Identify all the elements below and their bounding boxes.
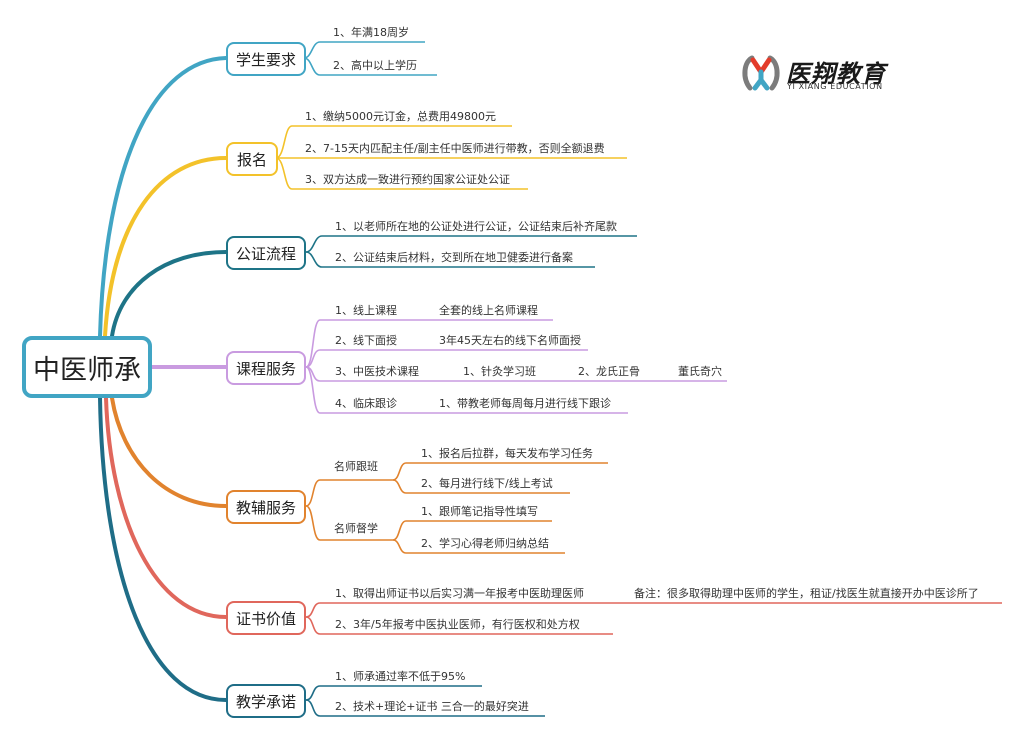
leaf-offline-course-detail: 3年45天左右的线下名师面授 [439, 334, 581, 347]
branch-certificate-value[interactable]: 证书价值 [226, 601, 306, 635]
leaf-notes-guidance: 1、跟师笔记指导性填写 [421, 505, 538, 518]
leaf-notary-appointment: 3、双方达成一致进行预约国家公证处公证 [305, 173, 510, 186]
leaf-match-teacher: 2、7-15天内匹配主任/副主任中医师进行带教，否则全额退费 [305, 142, 605, 155]
leaf-licensed-exam: 2、3年/5年报考中医执业医师，有行医权和处方权 [335, 618, 580, 631]
leaf-assistant-exam: 1、取得出师证书以后实习满一年报考中医助理医师 [335, 587, 584, 600]
leaf-bone-setting: 2、龙氏正骨 [578, 365, 640, 378]
leaf-clinical-followup-detail: 1、带教老师每周每月进行线下跟诊 [439, 397, 611, 410]
leaf-clinical-followup: 4、临床跟诊 [335, 397, 397, 410]
trunk-jiaofu [110, 396, 228, 508]
logo-subtitle: YI XIANG EDUCATION [787, 82, 883, 91]
sub-branch-mentor-supervision: 名师督学 [334, 522, 378, 535]
branch-notarization[interactable]: 公证流程 [226, 236, 306, 270]
leaf-offline-course: 2、线下面授 [335, 334, 397, 347]
trunk-xuesheng [98, 56, 228, 338]
logo-name: 医翔教育 [786, 60, 886, 88]
leaf-three-in-one: 2、技术+理论+证书 三合一的最好突进 [335, 700, 529, 713]
leaf-deposit: 1、缴纳5000元订金，总费用49800元 [305, 110, 496, 123]
branch-tutoring-services[interactable]: 教辅服务 [226, 490, 306, 524]
root-node[interactable]: 中医师承 [22, 336, 152, 398]
leaf-monthly-exam: 2、每月进行线下/线上考试 [421, 477, 553, 490]
branch-registration[interactable]: 报名 [226, 142, 278, 176]
leaf-online-course: 1、线上课程 [335, 304, 397, 317]
trunk-zhengshu [104, 396, 228, 619]
leaf-note: 备注：很多取得助理中医师的学生，租证/找医生就直接开办中医诊所了 [634, 587, 979, 600]
leaf-tcm-technique: 3、中医技术课程 [335, 365, 419, 378]
trunk-baoming [103, 156, 228, 338]
trunk-jiaoxue [98, 396, 228, 702]
branch-course-services[interactable]: 课程服务 [226, 351, 306, 385]
branch-teaching-commitment[interactable]: 教学承诺 [226, 684, 306, 718]
leaf-online-course-detail: 全套的线上名师课程 [439, 304, 538, 317]
brand-logo: 医翔教育 YI XIANG EDUCATION [740, 52, 900, 94]
leaf-age: 1、年满18周岁 [333, 26, 409, 39]
branch-student-requirements[interactable]: 学生要求 [226, 42, 306, 76]
sub-branch-mentor-class: 名师跟班 [334, 460, 378, 473]
trunk-gongzheng [110, 250, 228, 338]
leaf-dong-points: 董氏奇穴 [678, 365, 722, 378]
leaf-notary-location: 1、以老师所在地的公证处进行公证，公证结束后补齐尾款 [335, 220, 617, 233]
leaf-education: 2、高中以上学历 [333, 59, 417, 72]
leaf-acupuncture: 1、针灸学习班 [463, 365, 536, 378]
leaf-pass-rate: 1、师承通过率不低于95% [335, 670, 466, 683]
leaf-filing: 2、公证结束后材料，交到所在地卫健委进行备案 [335, 251, 573, 264]
leaf-group-tasks: 1、报名后拉群，每天发布学习任务 [421, 447, 593, 460]
logo-mark-icon [742, 55, 780, 91]
leaf-learning-summary: 2、学习心得老师归纳总结 [421, 537, 549, 550]
